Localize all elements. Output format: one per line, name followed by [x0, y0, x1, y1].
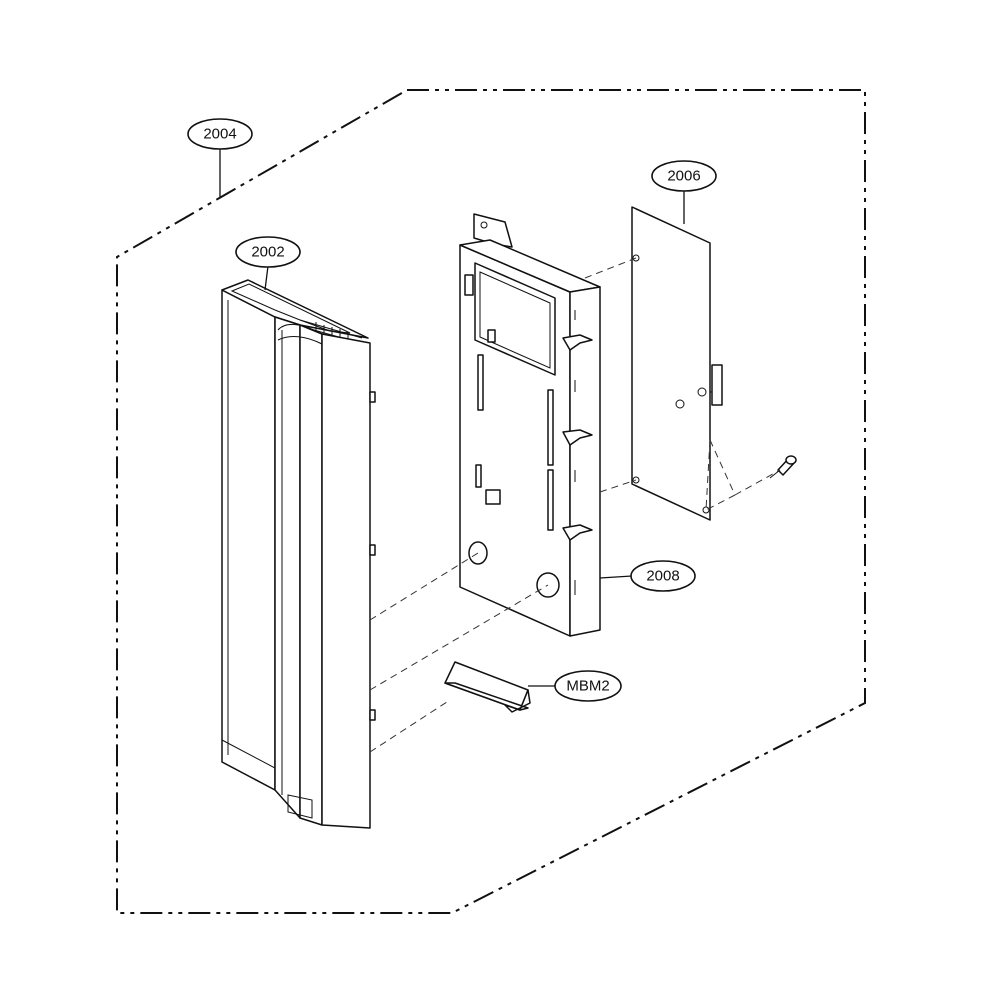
callout-2008-label: 2008 — [646, 568, 679, 585]
pcb-part — [631, 206, 723, 521]
callout-mbm2: MBM2 — [528, 670, 622, 702]
callout-2002-label: 2002 — [251, 244, 284, 261]
button-part — [444, 661, 531, 713]
assembly-guide-lines — [369, 257, 781, 753]
callout-2008: 2008 — [599, 560, 696, 592]
front-panel-part — [221, 279, 376, 829]
callout-2004: 2004 — [187, 118, 253, 198]
callout-2006-label: 2006 — [667, 168, 700, 185]
callout-2006: 2006 — [651, 160, 717, 224]
screw-part — [769, 455, 797, 479]
callout-2002: 2002 — [235, 236, 301, 291]
callout-mbm2-label: MBM2 — [566, 678, 609, 695]
assembly-boundary — [116, 89, 866, 914]
callout-2004-label: 2004 — [203, 126, 236, 143]
frame-part — [459, 213, 601, 637]
